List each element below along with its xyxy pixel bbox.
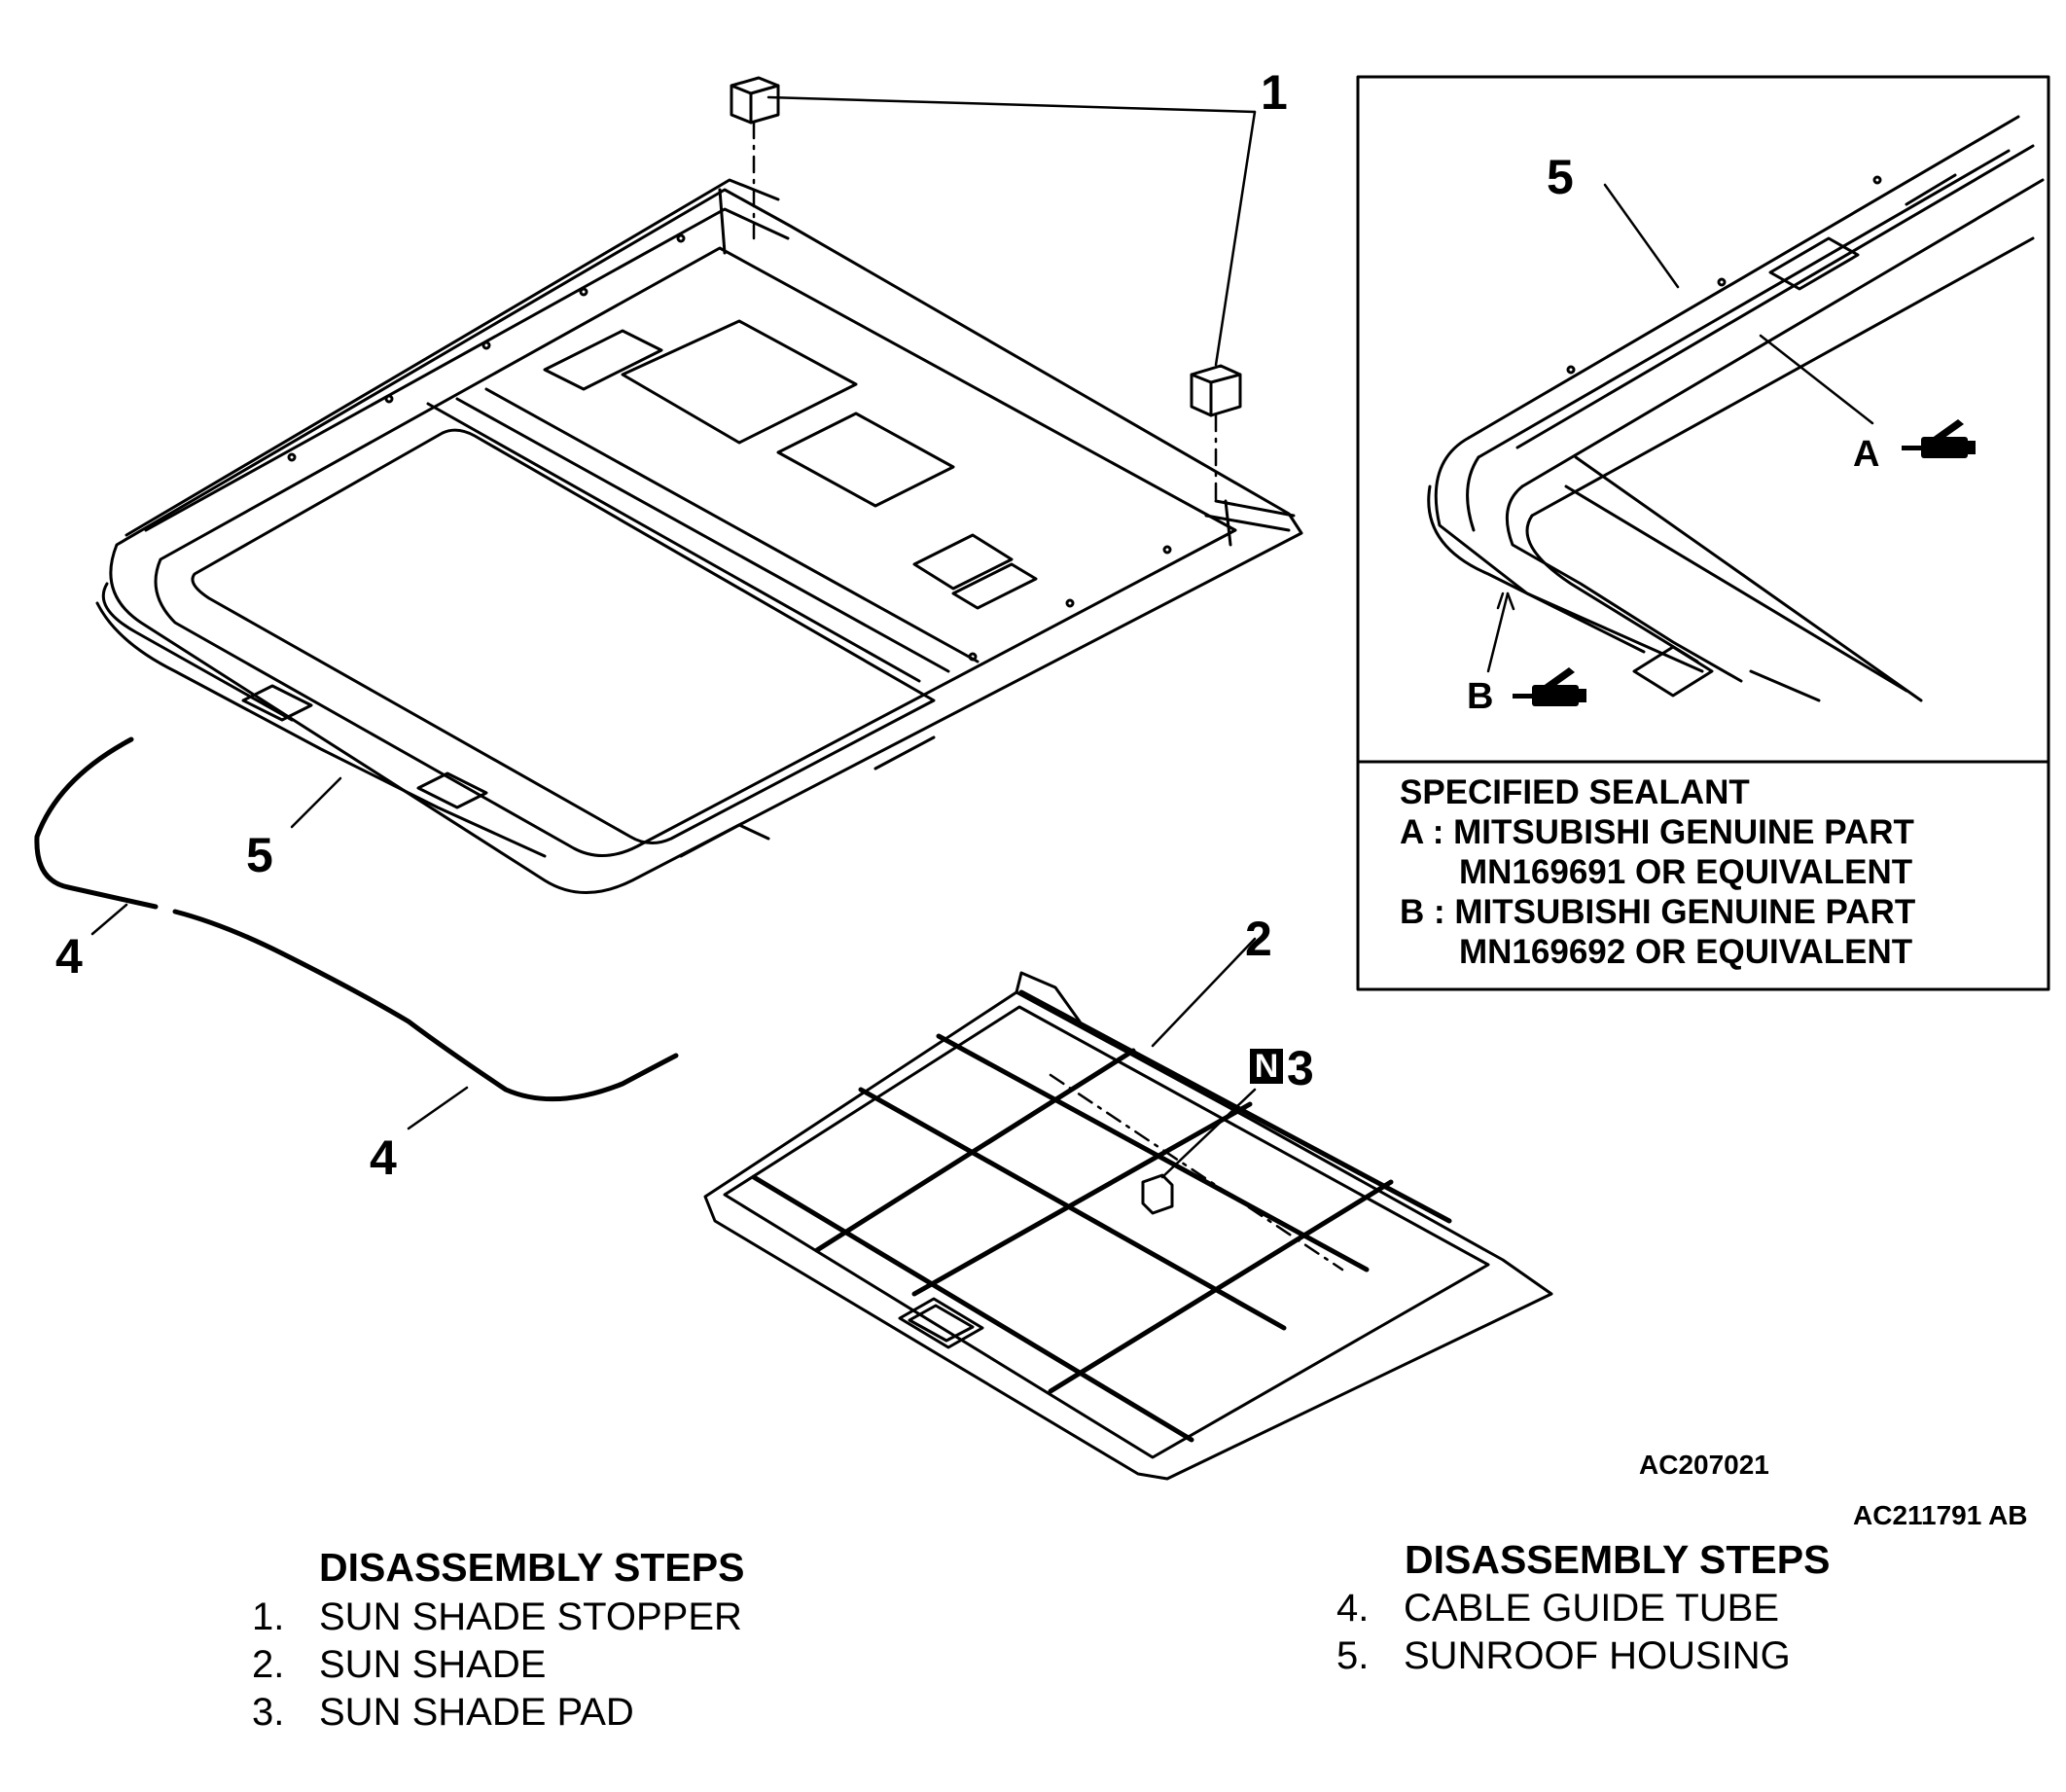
sealant-icon-a [1902,419,1976,458]
callout-1: 1 [1261,65,1288,120]
step-1: 1. SUN SHADE STOPPER [252,1595,742,1639]
page-code: AC211791 AB [1853,1500,2028,1530]
step-2: 2. SUN SHADE [252,1643,546,1687]
sealant-line-3: B : MITSUBISHI GENUINE PART [1400,893,1916,931]
callout-a: A [1853,434,1880,475]
sealant-line-4: MN169692 OR EQUIVALENT [1459,933,1913,971]
step-label: SUNROOF HOUSING [1404,1634,1791,1677]
callout-4-lower: 4 [370,1130,397,1185]
step-number: 3. [252,1691,285,1734]
step-label: CABLE GUIDE TUBE [1404,1587,1780,1630]
sealant-title: SPECIFIED SEALANT [1400,773,1750,811]
step-3: 3. SUN SHADE PAD [252,1691,634,1735]
sealant-line-2: MN169691 OR EQUIVALENT [1459,853,1913,891]
step-label: SUN SHADE PAD [319,1691,634,1734]
callout-2: 2 [1245,912,1272,966]
sun-shade-stopper-parts [730,76,1242,417]
callout-3: 3 [1287,1041,1314,1095]
sealant-icon-b [1513,667,1586,706]
step-label: SUN SHADE [319,1643,547,1686]
steps-left-heading: DISASSEMBLY STEPS [319,1545,745,1590]
step-4: 4. CABLE GUIDE TUBE [1336,1587,1779,1631]
callout-4-upper: 4 [55,929,83,984]
steps-right-heading: DISASSEMBLY STEPS [1405,1537,1831,1582]
sealant-inset [1356,75,2050,991]
step-number: 2. [252,1643,285,1686]
sealant-line-1: A : MITSUBISHI GENUINE PART [1400,813,1914,851]
figure-code: AC207021 [1639,1450,1769,1480]
sunroof-housing [95,178,1303,894]
callout-5-inset: 5 [1547,150,1574,204]
n-marker: N [1250,1049,1283,1084]
step-label: SUN SHADE STOPPER [319,1595,742,1638]
step-number: 4. [1336,1587,1370,1630]
callout-5-main: 5 [246,828,273,882]
cable-guide-tubes [34,736,679,1102]
callout-b: B [1467,676,1494,717]
step-5: 5. SUNROOF HOUSING [1336,1634,1791,1678]
sun-shade [703,971,1553,1481]
sun-shade-pad [1141,1173,1174,1215]
step-number: 1. [252,1595,285,1638]
step-number: 5. [1336,1634,1370,1677]
